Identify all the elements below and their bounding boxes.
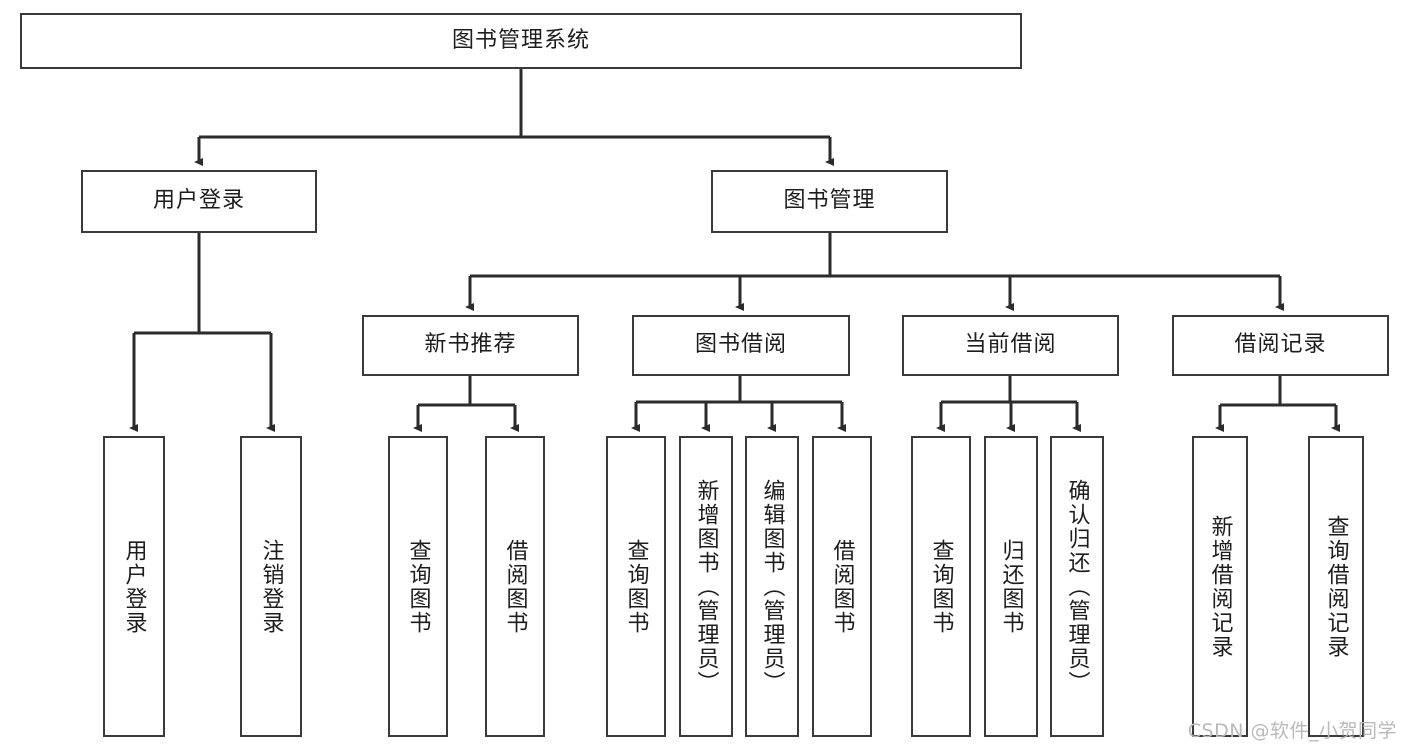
node-leaf-query-record-label: 查询借阅记录 <box>1323 514 1349 659</box>
node-leaf-user-logout-label: 注销登录 <box>258 538 284 635</box>
node-leaf-user-logout[interactable]: 注销登录 <box>240 436 302 737</box>
node-leaf-query-book-3-label: 查询图书 <box>928 538 954 635</box>
node-leaf-borrow-book-1[interactable]: 借阅图书 <box>485 436 545 737</box>
node-leaf-confirm-return[interactable]: 确认归还（管理员） <box>1050 436 1104 737</box>
node-leaf-query-record[interactable]: 查询借阅记录 <box>1308 436 1364 737</box>
node-leaf-user-login-label: 用户登录 <box>121 538 147 635</box>
node-borrow-record[interactable]: 借阅记录 <box>1172 315 1389 376</box>
node-leaf-confirm-return-label: 确认归还（管理员） <box>1064 478 1090 695</box>
node-borrow-record-label: 借阅记录 <box>1234 332 1327 358</box>
node-root-label: 图书管理系统 <box>451 27 590 53</box>
node-book-manage[interactable]: 图书管理 <box>711 170 948 233</box>
node-new-book-rec-label: 新书推荐 <box>424 332 517 358</box>
node-leaf-query-book-1[interactable]: 查询图书 <box>388 436 448 737</box>
node-leaf-return-book-label: 归还图书 <box>998 538 1024 635</box>
watermark-text: CSDN @软件_小贺同学 <box>1187 720 1397 742</box>
node-current-borrow-label: 当前借阅 <box>964 332 1057 358</box>
node-new-book-rec[interactable]: 新书推荐 <box>362 315 579 376</box>
node-leaf-add-book[interactable]: 新增图书（管理员） <box>679 436 733 737</box>
node-book-manage-label: 图书管理 <box>783 188 876 214</box>
node-current-borrow[interactable]: 当前借阅 <box>902 315 1119 376</box>
node-user-login-label: 用户登录 <box>152 188 245 214</box>
node-leaf-edit-book[interactable]: 编辑图书（管理员） <box>745 436 799 737</box>
node-book-borrow-label: 图书借阅 <box>694 332 787 358</box>
node-leaf-query-book-1-label: 查询图书 <box>405 538 431 635</box>
node-leaf-query-book-2[interactable]: 查询图书 <box>606 436 666 737</box>
node-leaf-add-record[interactable]: 新增借阅记录 <box>1192 436 1248 737</box>
node-book-borrow[interactable]: 图书借阅 <box>632 315 850 376</box>
node-leaf-query-book-3[interactable]: 查询图书 <box>911 436 971 737</box>
node-leaf-user-login[interactable]: 用户登录 <box>103 436 165 737</box>
node-leaf-add-book-label: 新增图书（管理员） <box>693 478 719 695</box>
node-leaf-borrow-book-2-label: 借阅图书 <box>829 538 855 635</box>
node-user-login[interactable]: 用户登录 <box>81 170 317 233</box>
node-root[interactable]: 图书管理系统 <box>20 13 1022 69</box>
node-leaf-return-book[interactable]: 归还图书 <box>984 436 1038 737</box>
node-leaf-borrow-book-2[interactable]: 借阅图书 <box>812 436 872 737</box>
node-leaf-add-record-label: 新增借阅记录 <box>1207 514 1233 659</box>
node-leaf-edit-book-label: 编辑图书（管理员） <box>759 478 785 695</box>
node-leaf-borrow-book-1-label: 借阅图书 <box>502 538 528 635</box>
node-leaf-query-book-2-label: 查询图书 <box>623 538 649 635</box>
